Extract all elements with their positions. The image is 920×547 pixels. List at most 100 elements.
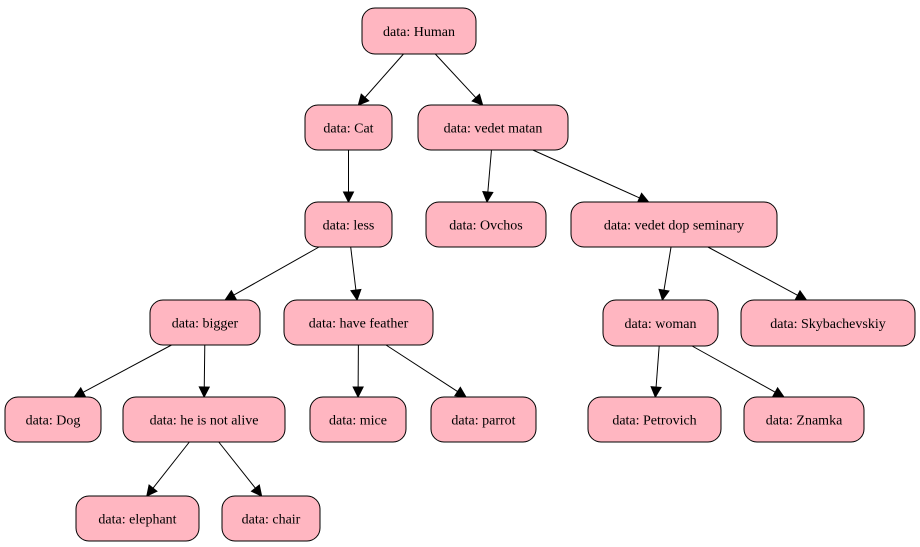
- node-have-feather: data: have feather: [283, 299, 434, 346]
- edge-woman-to-petrovich: [650, 345, 662, 399]
- node-box: [425, 201, 547, 248]
- arrowhead-icon: [352, 386, 364, 399]
- node-he-is-not-alive: data: he is not alive: [122, 396, 286, 443]
- edge-have-feather-to-parrot: [385, 344, 467, 398]
- edge-bigger-to-he-is-not-alive: [198, 344, 211, 399]
- arrowhead-icon: [658, 288, 670, 302]
- arrowhead-icon: [357, 93, 370, 106]
- node-box: [75, 495, 200, 542]
- nodes-layer: data: Human data: Cat data: vedet matan dat…: [4, 7, 916, 542]
- node-label: data: Skybachevskiy: [770, 317, 885, 332]
- node-skybachevskiy: data: Skybachevskiy: [740, 299, 916, 347]
- arrowhead-icon: [482, 191, 494, 204]
- node-mice: data: mice: [309, 396, 407, 443]
- node-cat: data: Cat: [304, 104, 393, 151]
- edge-bigger-to-dog: [73, 344, 172, 398]
- edge-line: [82, 344, 172, 393]
- edge-line: [707, 246, 798, 296]
- node-box: [309, 396, 407, 443]
- edge-he-is-not-alive-to-chair: [218, 441, 263, 497]
- node-label: data: bigger: [172, 317, 239, 332]
- node-woman: data: woman: [602, 299, 719, 347]
- node-box: [149, 299, 261, 346]
- node-box: [430, 396, 537, 443]
- edge-line: [152, 441, 190, 489]
- node-label: data: Human: [383, 25, 455, 40]
- edge-line: [233, 246, 320, 296]
- node-box: [417, 104, 569, 151]
- node-label: data: less: [323, 219, 375, 234]
- node-label: data: Dog: [26, 414, 81, 429]
- node-box: [122, 396, 286, 443]
- edge-line: [434, 53, 477, 99]
- arrowhead-icon: [771, 386, 785, 398]
- node-box: [304, 104, 393, 151]
- node-label: data: chair: [242, 513, 301, 528]
- edge-vedet-dop-seminary-to-woman: [658, 246, 672, 302]
- edge-less-to-have-feather: [350, 246, 362, 302]
- node-box: [602, 299, 719, 347]
- node-label: data: mice: [329, 414, 387, 429]
- node-label: data: Petrovich: [612, 414, 696, 429]
- node-elephant: data: elephant: [75, 495, 200, 542]
- arrowhead-icon: [636, 192, 650, 203]
- edge-vedet-matan-to-vedet-dop-seminary: [532, 149, 650, 203]
- node-ovchos: data: Ovchos: [425, 201, 547, 248]
- edge-line: [350, 246, 357, 291]
- node-label: data: he is not alive: [150, 414, 259, 429]
- node-vedet-dop-seminary: data: vedet dop seminary: [570, 201, 778, 248]
- node-label: data: woman: [625, 317, 697, 332]
- edge-line: [218, 441, 256, 489]
- edge-line: [663, 246, 672, 291]
- edge-line: [203, 344, 206, 388]
- edge-line: [691, 345, 776, 393]
- node-box: [361, 7, 477, 55]
- node-box: [221, 495, 321, 542]
- edge-less-to-bigger: [224, 246, 320, 301]
- node-petrovich: data: Petrovich: [587, 396, 722, 443]
- node-label: data: parrot: [451, 414, 515, 429]
- edge-cat-to-less: [342, 150, 355, 204]
- node-less: data: less: [304, 201, 393, 248]
- node-box: [570, 201, 778, 248]
- arrowhead-icon: [650, 386, 662, 399]
- node-box: [740, 299, 916, 347]
- arrowhead-icon: [342, 191, 355, 204]
- edge-line: [487, 149, 492, 193]
- node-box: [283, 299, 434, 346]
- edge-woman-to-znamka: [691, 345, 785, 398]
- node-label: data: Cat: [323, 122, 373, 137]
- edges-layer: [73, 53, 808, 497]
- arrowhead-icon: [146, 484, 158, 497]
- node-dog: data: Dog: [4, 396, 102, 443]
- node-label: data: elephant: [98, 513, 176, 528]
- edge-human-to-vedet-matan: [434, 53, 484, 106]
- node-label: data: Znamka: [766, 414, 843, 429]
- edge-vedet-matan-to-ovchos: [482, 149, 494, 204]
- node-box: [304, 201, 393, 248]
- edge-vedet-dop-seminary-to-skybachevskiy: [707, 246, 808, 301]
- arrowhead-icon: [250, 484, 263, 497]
- node-znamka: data: Znamka: [743, 396, 865, 443]
- node-box: [743, 396, 865, 443]
- node-label: data: Ovchos: [449, 219, 522, 234]
- edge-human-to-cat: [357, 53, 404, 106]
- edge-have-feather-to-mice: [352, 344, 364, 399]
- node-label: data: vedet dop seminary: [604, 219, 744, 234]
- node-label: data: vedet matan: [444, 122, 543, 137]
- node-box: [587, 396, 722, 443]
- node-vedet-matan: data: vedet matan: [417, 104, 569, 151]
- edge-he-is-not-alive-to-elephant: [146, 441, 190, 497]
- edge-line: [532, 149, 640, 199]
- arrowhead-icon: [471, 93, 484, 106]
- edge-line: [364, 53, 404, 98]
- node-label: data: have feather: [309, 317, 409, 332]
- edge-line: [385, 344, 458, 392]
- arrowhead-icon: [454, 386, 467, 398]
- node-human: data: Human: [361, 7, 477, 55]
- node-chair: data: chair: [221, 495, 321, 542]
- arrowhead-icon: [198, 386, 211, 399]
- arrowhead-icon: [350, 288, 362, 302]
- arrowhead-icon: [224, 289, 238, 301]
